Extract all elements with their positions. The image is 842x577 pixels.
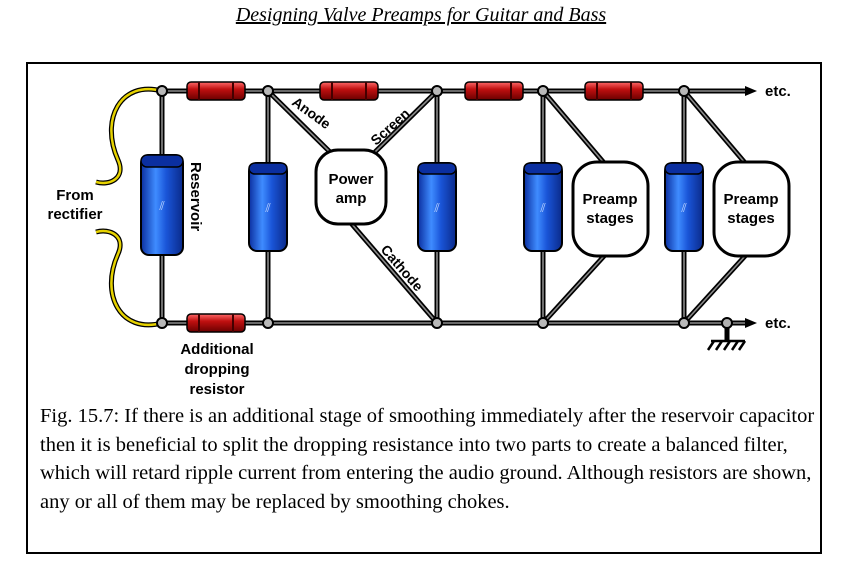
dropping-resistor-label-1: Additional [180,341,253,358]
screen-label: Screen [367,105,412,148]
power-amp-box: Power amp [314,148,388,226]
page-header: Designing Valve Preamps for Guitar and B… [0,4,842,27]
svg-text:⫽: ⫽ [680,201,687,215]
dropping-resistor-label-2: dropping [185,361,250,378]
capacitor-5: ⫽ [664,162,704,252]
etc-label-top: etc. [765,83,791,100]
svg-text:⫽: ⫽ [158,199,165,213]
resistor-top-3 [464,81,524,101]
junctions [156,85,690,329]
from-rectifier-label-1: From [56,187,94,204]
cathode-label: Cathode [378,241,427,294]
svg-text:⫽: ⫽ [539,201,546,215]
capacitor-2: ⫽ [248,162,288,252]
figure-caption: Fig. 15.7: If there is an additional sta… [40,405,815,513]
preamp1-label-2: stages [586,210,634,227]
reservoir-label: Reservoir [187,162,204,231]
etc-arrow-top [745,86,757,96]
ground-icon [706,317,747,351]
preamp-stages-box-2: Preamp stages [712,160,791,258]
etc-label-bottom: etc. [765,315,791,332]
resistor-top-4 [584,81,644,101]
capacitor-4: ⫽ [523,162,563,252]
from-rectifier-label-2: rectifier [47,206,102,223]
dropping-resistor-label-3: resistor [189,381,244,398]
capacitor-reservoir: ⫽ [140,154,184,256]
preamp1-label-1: Preamp [582,191,637,208]
etc-arrow-bottom [745,318,757,328]
svg-text:⫽: ⫽ [264,201,271,215]
resistor-dropping [186,313,246,333]
rectifier-leads [95,86,163,328]
svg-text:⫽: ⫽ [433,201,440,215]
preamp2-label-2: stages [727,210,775,227]
preamp2-label-1: Preamp [723,191,778,208]
preamp-stages-box-1: Preamp stages [571,160,650,258]
resistor-top-2 [319,81,379,101]
power-amp-label-1: Power [328,171,373,188]
header-title: Designing Valve Preamps for Guitar and B… [235,4,607,26]
resistor-top-1 [186,81,246,101]
capacitor-3: ⫽ [417,162,457,252]
power-amp-label-2: amp [336,190,367,207]
